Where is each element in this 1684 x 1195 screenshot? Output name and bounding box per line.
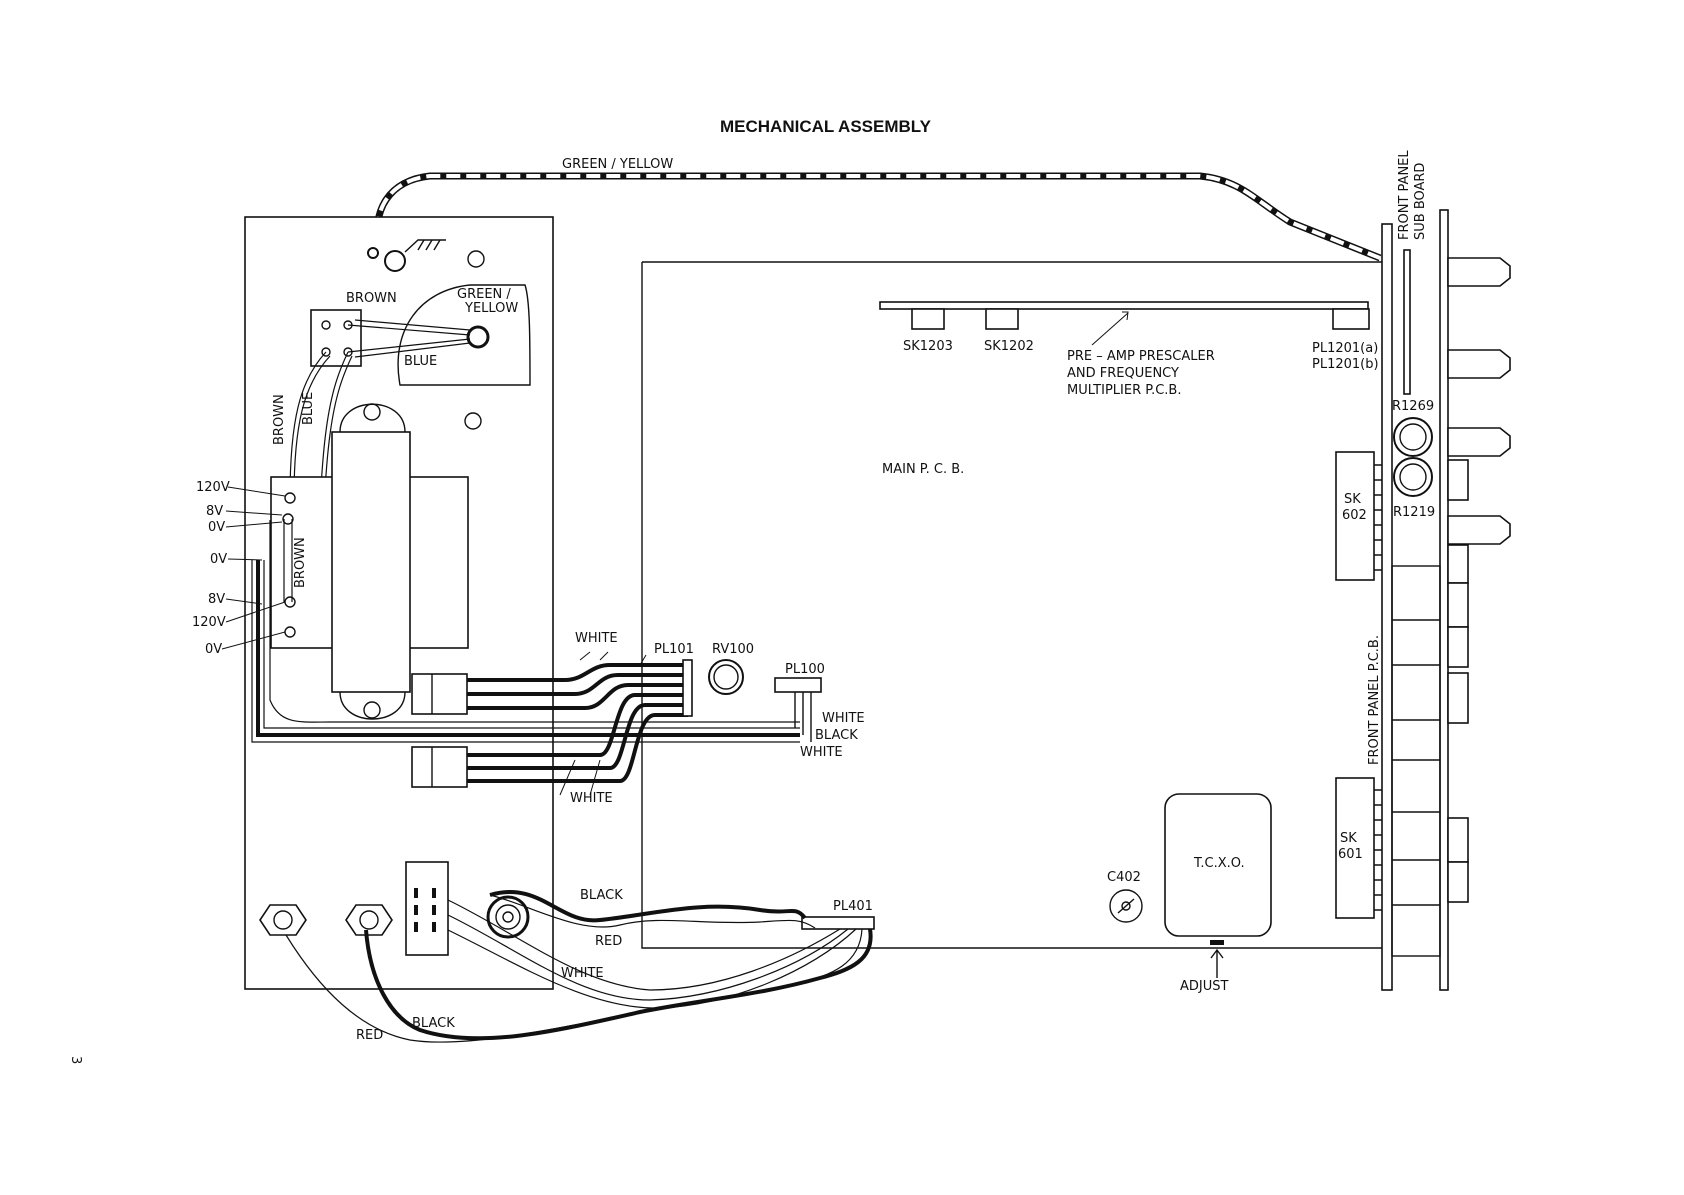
front-panel-pcb-board: [1381, 223, 1393, 991]
label-pl100: PL100: [785, 662, 825, 677]
label-sk1202: SK1202: [984, 339, 1034, 354]
diagram-title: MECHANICAL ASSEMBLY: [720, 117, 932, 136]
switch-block-pins: [414, 888, 436, 932]
front-panel-plate: [1439, 209, 1449, 991]
label-red-2: RED: [356, 1028, 383, 1043]
label-white-2: WHITE: [822, 711, 865, 726]
label-white-3: WHITE: [800, 745, 843, 760]
label-sk602-b: 602: [1342, 508, 1367, 523]
label-r1269: R1269: [1392, 399, 1434, 414]
green-yellow-earth-cable: [373, 172, 1382, 262]
sk1203-connector: [911, 308, 945, 330]
label-blue-vertical: BLUE: [301, 392, 316, 425]
front-panel-knobs: [1447, 257, 1511, 545]
label-pl1201b: PL1201(b): [1312, 357, 1379, 372]
front-panel-buttons: [1447, 459, 1469, 903]
label-adjust: ADJUST: [1180, 979, 1229, 994]
sk1202-connector: [985, 308, 1019, 330]
label-front-panel: FRONT PANEL: [1397, 150, 1412, 240]
label-0v: 0V: [208, 520, 225, 535]
tcxo-module: [1164, 793, 1272, 937]
label-preamp-1: PRE – AMP PRESCALER: [1067, 349, 1215, 364]
label-0v-2: 0V: [210, 552, 227, 567]
pl1201-connector: [1332, 308, 1370, 330]
sk602-connector: [1335, 451, 1375, 581]
label-rv100: RV100: [712, 642, 754, 657]
preamp-pcb: [879, 301, 1369, 310]
label-black-3: BLACK: [412, 1016, 455, 1031]
selector-terminal: [466, 325, 490, 349]
label-pl1201a: PL1201(a): [1312, 341, 1378, 356]
label-black-1: BLACK: [815, 728, 858, 743]
label-white-5: WHITE: [561, 966, 604, 981]
page-number: 3: [68, 1056, 83, 1064]
label-preamp-2: AND FREQUENCY: [1067, 366, 1179, 381]
front-panel-switch-grid: [1391, 565, 1441, 957]
earth-lug: [367, 239, 446, 272]
label-sk601-b: 601: [1338, 847, 1363, 862]
label-brown: BROWN: [346, 291, 397, 306]
transformer-core: [331, 431, 411, 693]
voltage-selector-plate: [397, 284, 531, 386]
switch-block: [405, 861, 449, 956]
connector-block-upper: [411, 673, 468, 715]
label-c402: C402: [1107, 870, 1141, 885]
pl100-connector: [774, 677, 822, 693]
label-black-2: BLACK: [580, 888, 623, 903]
label-red-1: RED: [595, 934, 622, 949]
label-green-yellow-1: GREEN /: [457, 287, 511, 302]
mount-hole: [467, 250, 485, 268]
mount-hole: [464, 412, 482, 430]
connector-block-lower: [411, 746, 468, 788]
main-pcb-outline: [641, 261, 1382, 949]
bnc-socket-1: [259, 904, 307, 936]
label-front-panel-pcb: FRONT PANEL P.C.B.: [1367, 635, 1382, 765]
bnc-socket-2: [345, 904, 393, 936]
label-white-1: WHITE: [575, 631, 618, 646]
label-0v-3: 0V: [205, 642, 222, 657]
label-sk601-a: SK: [1340, 831, 1357, 846]
label-blue: BLUE: [404, 354, 437, 369]
label-pl101: PL101: [654, 642, 694, 657]
sk601-connector: [1335, 777, 1375, 919]
label-green-yellow: GREEN / YELLOW: [562, 157, 673, 172]
label-brown-vertical: BROWN: [272, 394, 287, 445]
pl401-connector: [801, 916, 875, 930]
label-120v-2: 120V: [192, 615, 226, 630]
label-sub-board: SUB BOARD: [1413, 163, 1428, 240]
front-panel-sub-board: [1403, 249, 1411, 395]
label-120v: 120V: [196, 480, 230, 495]
label-preamp-3: MULTIPLIER P.C.B.: [1067, 383, 1181, 398]
label-tcxo: T.C.X.O.: [1193, 856, 1245, 871]
tcxo-adjust-point: [1210, 940, 1224, 945]
label-sk602-a: SK: [1344, 492, 1361, 507]
label-sk1203: SK1203: [903, 339, 953, 354]
label-white-4: WHITE: [570, 791, 613, 806]
label-r1219: R1219: [1393, 505, 1435, 520]
main-pcb-label: MAIN P. C. B.: [882, 462, 964, 477]
pl101-connector: [682, 659, 693, 717]
label-8v: 8V: [206, 504, 223, 519]
panel-socket-round: [486, 895, 530, 939]
c402-trimmer: [1109, 889, 1143, 923]
label-green-yellow-2: YELLOW: [464, 301, 518, 316]
label-pl401: PL401: [833, 899, 873, 914]
label-8v-2: 8V: [208, 592, 225, 607]
label-brown-vertical-2: BROWN: [293, 537, 308, 588]
terminal-block: [310, 309, 362, 367]
